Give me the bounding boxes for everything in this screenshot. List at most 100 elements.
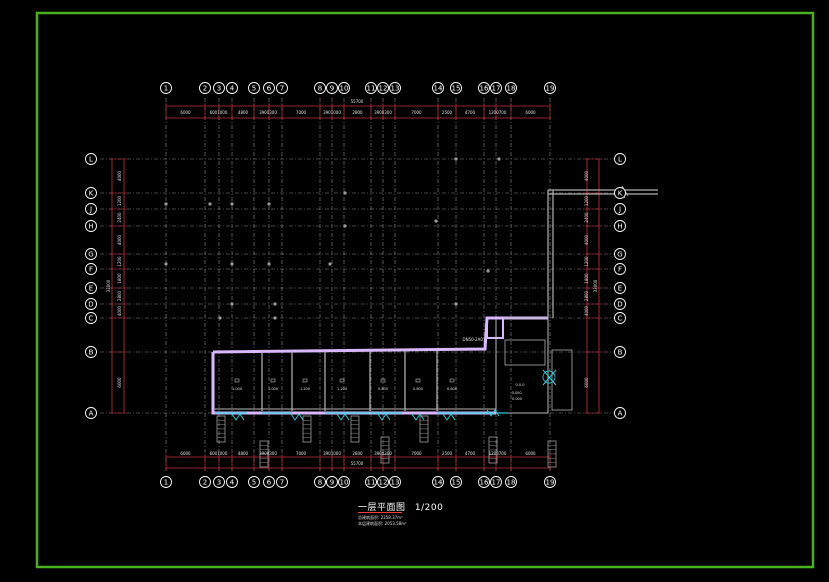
column-axis-bubble-bottom bbox=[544, 476, 556, 488]
left-dim-text: 1200 bbox=[117, 256, 122, 267]
row-axis-bubble-right bbox=[614, 298, 626, 310]
top-dim-text: 2800 bbox=[352, 110, 363, 115]
bottom-dim-text: 3901000 bbox=[323, 451, 341, 456]
column-dot bbox=[230, 202, 234, 206]
room-area-label: 1.000 bbox=[232, 387, 242, 391]
row-axis-bubble-right bbox=[614, 203, 626, 215]
row-axis-label-left: D bbox=[88, 301, 93, 309]
right-dim-text: 6000 bbox=[584, 377, 589, 388]
column-axis-bubble-top bbox=[450, 82, 462, 94]
right-dim-text: 1200 bbox=[584, 256, 589, 267]
row-axis-label-right: C bbox=[618, 315, 623, 323]
column-axis-label-top: 15 bbox=[452, 85, 461, 93]
top-dim-text: 6000 bbox=[180, 110, 191, 115]
column-axis-bubble-top bbox=[226, 82, 238, 94]
row-axis-bubble-left bbox=[85, 282, 97, 294]
column-dot bbox=[454, 157, 458, 161]
title-note-2: 本层建筑面积: 2053.58m² bbox=[358, 521, 407, 526]
column-dot bbox=[328, 262, 332, 266]
row-axis-bubble-left bbox=[85, 203, 97, 215]
axis-labels: 1122334455667788991010111112121313141415… bbox=[85, 82, 626, 488]
column-axis-label-top: 7 bbox=[280, 85, 284, 93]
column-axis-label-top: 14 bbox=[434, 85, 443, 93]
room-area-label: 0.800 bbox=[378, 387, 388, 391]
left-dim-text: 4000 bbox=[117, 234, 122, 245]
row-axis-label-left: L bbox=[89, 156, 93, 164]
right-dim-text: 2400 bbox=[584, 212, 589, 223]
row-axis-label-left: C bbox=[89, 315, 94, 323]
column-axis-bubble-top bbox=[326, 82, 338, 94]
column-dot bbox=[486, 269, 490, 273]
column-dot bbox=[454, 302, 458, 306]
row-axis-bubble-right bbox=[614, 187, 626, 199]
column-axis-bubble-bottom bbox=[160, 476, 172, 488]
core-elev-bottom: 0.000 bbox=[512, 397, 522, 401]
column-axis-label-top: 9 bbox=[330, 85, 334, 93]
column-axis-label-top: 1 bbox=[164, 85, 168, 93]
column-axis-bubble-bottom bbox=[314, 476, 326, 488]
column-axis-label-bottom: 5 bbox=[252, 479, 256, 487]
column-axis-bubble-top bbox=[544, 82, 556, 94]
row-axis-label-left: B bbox=[89, 349, 94, 357]
column-axis-bubble-top bbox=[389, 82, 401, 94]
column-axis-label-bottom: 12 bbox=[379, 479, 388, 487]
column-axis-label-top: 12 bbox=[379, 85, 388, 93]
column-axis-bubble-top bbox=[314, 82, 326, 94]
row-axis-bubble-left bbox=[85, 248, 97, 260]
top-dim-text: 3900300 bbox=[374, 110, 392, 115]
column-dot bbox=[267, 262, 271, 266]
room-tag bbox=[339, 378, 345, 383]
title-text: 一层平面图 bbox=[358, 503, 406, 513]
row-axis-label-right: H bbox=[617, 223, 622, 231]
left-dim-text: 2800 bbox=[117, 290, 122, 301]
column-dot bbox=[434, 219, 438, 223]
column-axis-label-top: 3 bbox=[217, 85, 221, 93]
left-dim-text: 4000 bbox=[117, 170, 122, 181]
row-axis-label-left: K bbox=[89, 190, 94, 198]
column-axis-bubble-top bbox=[199, 82, 211, 94]
column-axis-label-bottom: 17 bbox=[492, 479, 501, 487]
bottom-dim-text: 2500 bbox=[442, 451, 453, 456]
room-tag bbox=[415, 378, 421, 383]
room-area-label: 1.200 bbox=[300, 387, 310, 391]
door-swing bbox=[231, 413, 245, 421]
left-dim-text: 1800 bbox=[117, 273, 122, 284]
column-axis-label-bottom: 2 bbox=[203, 479, 207, 487]
column-axis-label-top: 10 bbox=[340, 85, 349, 93]
core-label: 0.0.0 bbox=[516, 383, 525, 387]
row-axis-label-right: G bbox=[617, 251, 622, 259]
bottom-dim-text: 7000 bbox=[296, 451, 307, 456]
top-dim-text: 6000 bbox=[525, 110, 536, 115]
column-dot bbox=[273, 316, 277, 320]
row-axis-bubble-left bbox=[85, 312, 97, 324]
column-axis-bubble-top bbox=[377, 82, 389, 94]
row-axis-bubble-left bbox=[85, 298, 97, 310]
bottom-dim-text: 4800 bbox=[238, 451, 249, 456]
right-dim-text: 1800 bbox=[584, 273, 589, 284]
right-dim-total: 33000 bbox=[593, 279, 598, 292]
row-axis-label-left: H bbox=[88, 223, 93, 231]
row-axis-bubble-right bbox=[614, 407, 626, 419]
top-dim-total: 55700 bbox=[351, 99, 364, 104]
column-axis-label-bottom: 9 bbox=[330, 479, 334, 487]
column-axis-label-bottom: 15 bbox=[452, 479, 461, 487]
title-note-1: 总建筑面积: 2358.37m² bbox=[358, 515, 403, 520]
row-axis-bubble-left bbox=[85, 220, 97, 232]
column-dot bbox=[164, 262, 168, 266]
column-axis-label-top: 8 bbox=[318, 85, 322, 93]
column-axis-label-bottom: 14 bbox=[434, 479, 443, 487]
column-axis-label-bottom: 3 bbox=[217, 479, 221, 487]
column-dot bbox=[497, 157, 501, 161]
room-area-label: 0.800 bbox=[447, 387, 457, 391]
left-dim-text: 2400 bbox=[117, 212, 122, 223]
fixtures-layer bbox=[215, 409, 557, 468]
row-axis-bubble-right bbox=[614, 248, 626, 260]
bottom-dim-text: 2800 bbox=[352, 451, 363, 456]
column-dot bbox=[230, 262, 234, 266]
row-axis-label-right: K bbox=[618, 190, 623, 198]
door-swing bbox=[290, 413, 304, 421]
column-axis-bubble-top bbox=[160, 82, 172, 94]
top-dim-text: 1200700 bbox=[489, 110, 507, 115]
grid-lines bbox=[100, 98, 614, 472]
